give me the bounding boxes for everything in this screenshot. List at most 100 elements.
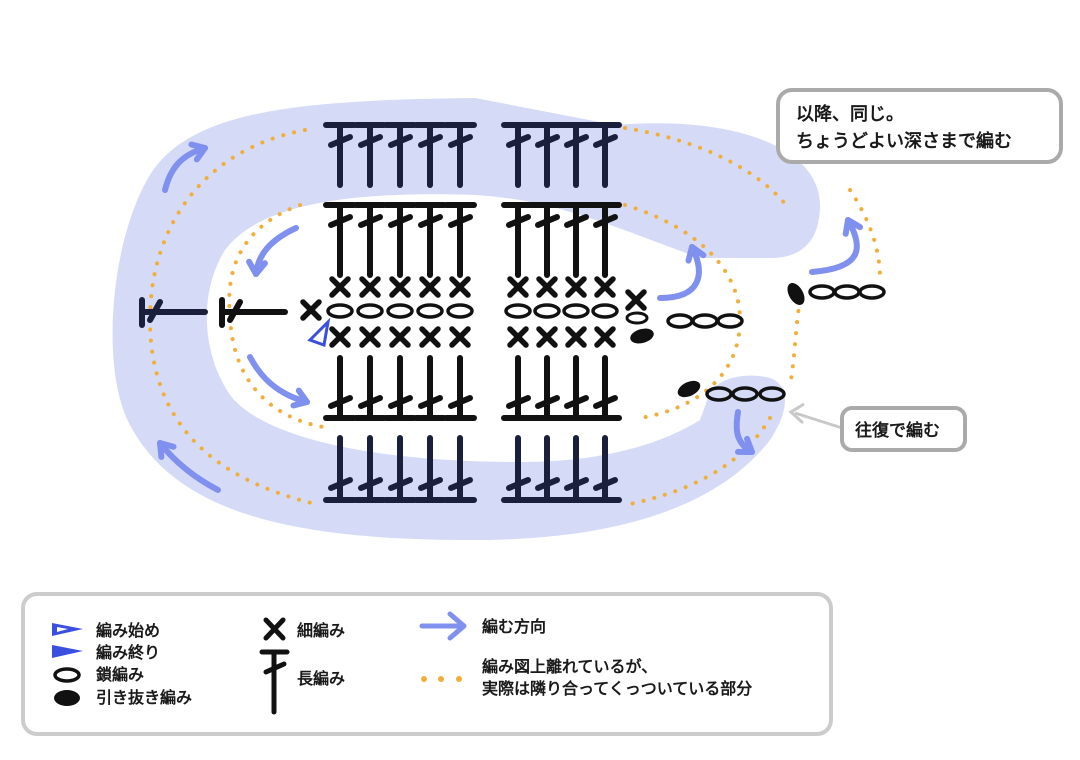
chain-stitch (758, 386, 786, 402)
single-crochet-stitch (300, 299, 322, 321)
chain-icon (53, 667, 81, 683)
chain-stitch (446, 303, 474, 319)
double-crochet-stitch (413, 355, 447, 421)
callout-repeat-line1: 以降、同じ。 (796, 103, 904, 125)
direction-arrow (246, 225, 299, 277)
legend-direction-label: 編む方向 (482, 617, 546, 636)
chain-stitch (356, 303, 384, 319)
single-crochet-stitch (419, 276, 441, 298)
double-crochet-stitch (353, 355, 387, 421)
double-crochet-stitch (530, 435, 564, 503)
double-crochet-icon (259, 649, 290, 715)
direction-arrow (657, 244, 707, 301)
direction-arrow (247, 354, 310, 409)
chain-stitch (716, 313, 744, 329)
callout-repeat: 以降、同じ。 ちょうどよい深さまで編む (776, 88, 1063, 164)
double-crochet-stitch (353, 122, 387, 188)
chain-stitch (591, 303, 619, 319)
double-crochet-stitch (383, 435, 417, 503)
single-crochet-stitch (419, 326, 441, 348)
double-crochet-stitch (588, 122, 622, 188)
chain-stitch (808, 284, 836, 300)
double-crochet-stitch (501, 202, 535, 278)
double-crochet-stitch (588, 435, 622, 503)
double-crochet-stitch (559, 435, 593, 503)
single-crochet-stitch (565, 326, 587, 348)
slip-stitch (787, 283, 805, 305)
legend-single-crochet-label: 細編み (297, 621, 345, 640)
single-crochet-stitch (594, 276, 616, 298)
double-crochet-stitch (413, 202, 447, 278)
legend-dotted-label-line1: 編み図上離れているが、 (482, 657, 657, 676)
callout-pointer (794, 411, 843, 430)
double-crochet-stitch (383, 122, 417, 188)
double-crochet-stitch (323, 122, 357, 188)
single-crochet-stitch (565, 276, 587, 298)
chain-stitch (625, 311, 649, 325)
slip-stitch-icon (54, 690, 80, 706)
double-crochet-stitch (559, 355, 593, 421)
double-crochet-stitch-horizontal (139, 297, 208, 328)
double-crochet-stitch (530, 202, 564, 278)
single-crochet-stitch (536, 276, 558, 298)
end-marker-icon (52, 645, 83, 658)
double-crochet-stitch (413, 122, 447, 188)
dotted-line-inner-right (623, 203, 743, 420)
double-crochet-stitch (413, 435, 447, 503)
legend-end-label: 編み終り (96, 643, 160, 662)
start-marker-inner (57, 627, 68, 632)
chain-stitch (504, 303, 532, 319)
double-crochet-stitch (353, 202, 387, 278)
double-crochet-stitch (443, 202, 477, 278)
single-crochet-stitch (625, 289, 647, 311)
chain-stitch (666, 313, 694, 329)
callout-back-and-forth: 往復で編む (840, 406, 967, 452)
legend-start-label: 編み始め (96, 621, 160, 640)
dotted-line-far-right (848, 188, 882, 280)
callout-repeat-line2: ちょうどよい深さまで編む (796, 130, 1012, 152)
single-crochet-stitch (536, 326, 558, 348)
direction-arrow (157, 440, 221, 493)
direction-arrow (809, 217, 864, 275)
legend-chain-label: 鎖編み (96, 665, 144, 684)
chain-stitch (858, 284, 886, 300)
single-crochet-stitch (449, 276, 471, 298)
chain-stitch (705, 386, 733, 402)
double-crochet-stitch (501, 355, 535, 421)
double-crochet-stitch (443, 122, 477, 188)
single-crochet-stitch (389, 276, 411, 298)
chain-stitch (691, 313, 719, 329)
double-crochet-stitch (588, 202, 622, 278)
chain-stitch (562, 303, 590, 319)
slip-stitch (677, 380, 701, 398)
chain-stitch (386, 303, 414, 319)
single-crochet-stitch (329, 276, 351, 298)
legend: 編み始め 編み終り 鎖編み 引き抜き編み 細編み 長編み 編む方向 編み図上離れ (21, 592, 833, 736)
direction-arrow (162, 141, 208, 193)
single-crochet-stitch (507, 276, 529, 298)
dotted-line-right-down (788, 298, 802, 387)
double-crochet-stitch (501, 435, 535, 503)
legend-slip-stitch-label: 引き抜き編み (96, 688, 192, 707)
single-crochet-stitch (594, 326, 616, 348)
double-crochet-stitch-horizontal (219, 297, 288, 328)
single-crochet-stitch (389, 326, 411, 348)
single-crochet-stitch (507, 326, 529, 348)
double-crochet-stitch (323, 202, 357, 278)
chain-stitch (416, 303, 444, 319)
callout-pointer-head (788, 402, 805, 425)
double-crochet-stitch (323, 435, 357, 503)
callout-back-and-forth-text: 往復で編む (855, 420, 940, 441)
dotted-line-outer-bottom-right (623, 416, 772, 507)
chain-stitch (731, 386, 759, 402)
double-crochet-stitch (588, 355, 622, 421)
double-crochet-stitch (383, 202, 417, 278)
start-marker (307, 317, 331, 348)
chain-stitch (326, 303, 354, 319)
double-crochet-stitch (559, 122, 593, 188)
slip-stitch (630, 328, 654, 344)
single-crochet-stitch (329, 326, 351, 348)
chain-stitch (833, 284, 861, 300)
stitch-layer (139, 122, 886, 507)
